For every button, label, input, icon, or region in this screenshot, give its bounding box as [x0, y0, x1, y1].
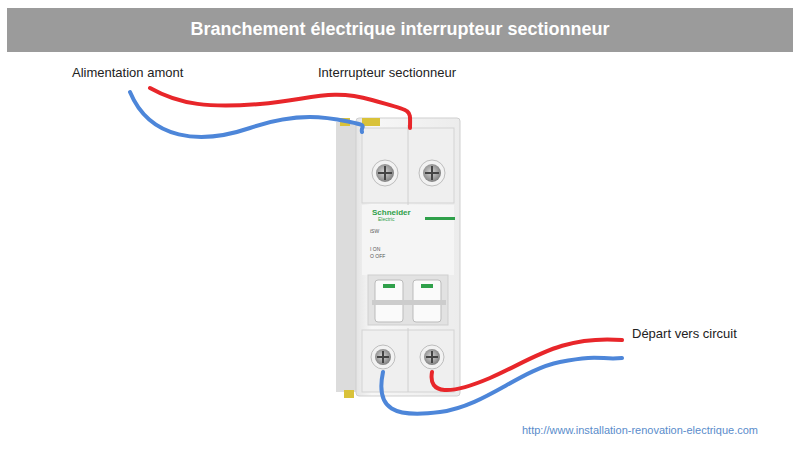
- isolator-switch: [336, 118, 460, 398]
- source-url: http://www.installation-renovation-elect…: [522, 424, 758, 437]
- switch-marking: O OFF: [370, 254, 385, 260]
- callout-label: Interrupteur sectionneur: [318, 66, 456, 81]
- brand-name: Schneider: [372, 208, 411, 217]
- model-name: iSW: [370, 229, 379, 235]
- title-band: [7, 8, 793, 52]
- switch-marking: I ON: [370, 247, 380, 253]
- wires: [130, 88, 622, 414]
- brand-name: Electric: [378, 217, 394, 223]
- callout-label: Alimentation amont: [72, 66, 183, 81]
- title: Branchement électrique interrupteur sect…: [7, 19, 793, 40]
- callout-label: Départ vers circuit: [632, 327, 737, 342]
